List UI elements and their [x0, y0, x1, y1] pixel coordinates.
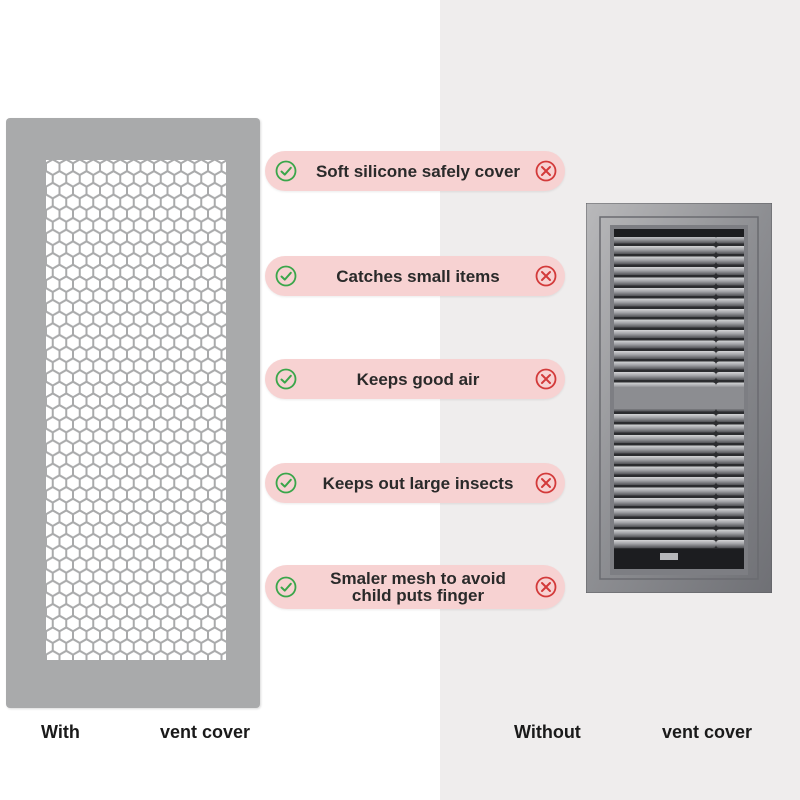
cross-icon [535, 160, 557, 182]
feature-label: Soft silicone safely cover [315, 161, 521, 181]
caption-without: Without [514, 722, 581, 742]
feature-label-line-2: child puts finger [351, 586, 485, 605]
feature-keeps-out-insects: Keeps out large insects [265, 463, 565, 503]
check-icon [275, 160, 297, 182]
hex-mesh-pattern [46, 160, 226, 660]
caption-with: With [41, 722, 80, 742]
caption-with-vent-cover: vent cover [160, 722, 251, 742]
feature-label: Smaler mesh to avoid child puts finger [305, 565, 531, 609]
silicone-vent-cover-image [6, 118, 260, 708]
caption-without-vent-cover: vent cover [662, 722, 753, 742]
feature-label: Keeps out large insects [322, 473, 514, 493]
cross-icon [535, 472, 557, 494]
feature-label-line-1: Smaler mesh to avoid [330, 569, 506, 588]
feature-label: Catches small items [336, 266, 500, 286]
feature-soft-silicone: Soft silicone safely cover [265, 151, 565, 191]
check-icon [275, 368, 297, 390]
check-icon [275, 576, 297, 598]
feature-catches-small-items: Catches small items [265, 256, 565, 296]
cross-icon [535, 576, 557, 598]
cross-icon [535, 265, 557, 287]
metal-floor-register-image [586, 203, 772, 593]
feature-label: Keeps good air [356, 369, 480, 389]
check-icon [275, 472, 297, 494]
cross-icon [535, 368, 557, 390]
check-icon [275, 265, 297, 287]
feature-smaller-mesh: Smaler mesh to avoid child puts finger [265, 565, 565, 609]
feature-keeps-good-air: Keeps good air [265, 359, 565, 399]
